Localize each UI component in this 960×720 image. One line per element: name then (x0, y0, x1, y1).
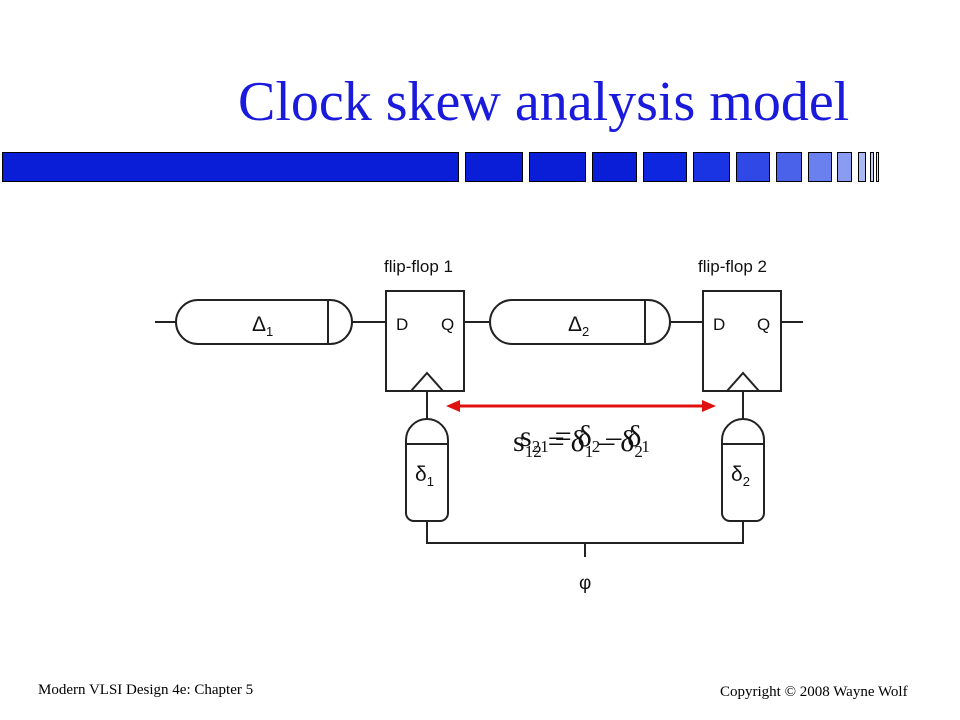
skew-equation-s12: s12=δ1–δ2 (513, 425, 643, 461)
bar-segment (2, 152, 459, 182)
bar-segment (776, 152, 802, 182)
flipflop1-label: flip-flop 1 (384, 257, 453, 276)
bar-segment (876, 152, 879, 182)
title-decoration-bar (0, 150, 960, 186)
bar-segment (808, 152, 832, 182)
delay2-label: Δ2 (568, 313, 589, 339)
flipflop2-box (702, 290, 782, 392)
clock-delay1-label: δ1 (415, 463, 434, 489)
bar-segment (736, 152, 770, 182)
slide-title: Clock skew analysis model (238, 71, 850, 133)
bar-segment (529, 152, 586, 182)
flipflop1-clock-triangle (410, 371, 444, 392)
bar-segment (592, 152, 637, 182)
flipflop2-q-label: Q (757, 315, 770, 334)
delay2-block (489, 299, 671, 345)
clock-delay2-label: δ2 (731, 463, 750, 489)
clock-delay1-block (405, 418, 449, 522)
clock-phi-label: φ (579, 573, 591, 594)
flipflop1-d-label: D (396, 315, 408, 334)
delay1-label: Δ1 (252, 313, 273, 339)
footer-course-label: Modern VLSI Design 4e: Chapter 5 (38, 682, 254, 698)
footer-copyright: Copyright © 2008 Wayne Wolf (720, 684, 908, 700)
flipflop2-d-label: D (713, 315, 725, 334)
delay1-block (175, 299, 353, 345)
skew-arrow-left-head (446, 400, 460, 412)
skew-arrow-right-head (702, 400, 716, 412)
bar-segment (465, 152, 523, 182)
flipflop2-label: flip-flop 2 (698, 257, 767, 276)
flipflop1-q-label: Q (441, 315, 454, 334)
bar-segment (643, 152, 687, 182)
flipflop2-clock-triangle (726, 371, 760, 392)
flipflop1-box (385, 290, 465, 392)
bar-segment (837, 152, 852, 182)
bar-segment (858, 152, 866, 182)
skew-arrow (446, 400, 716, 412)
clock-delay2-block (721, 418, 765, 522)
clock-tree-wire (426, 521, 744, 544)
bar-segment (870, 152, 874, 182)
bar-segment (693, 152, 730, 182)
skew-equation-s21: s21=δ2–δ1 (520, 420, 650, 456)
